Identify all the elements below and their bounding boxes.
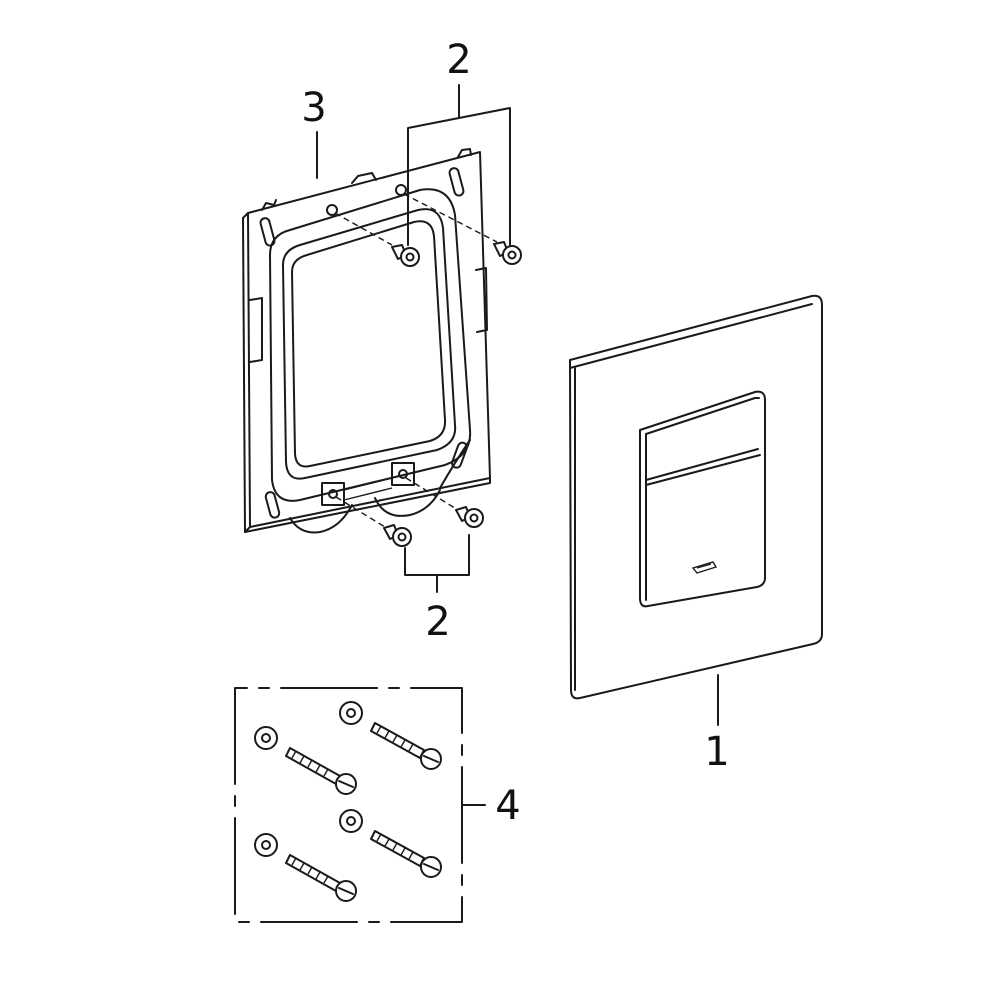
brand-logo-icon	[691, 561, 718, 574]
fixing-set-box	[234, 687, 486, 923]
screw-bottom-right	[405, 477, 484, 528]
callout-fixing-set: 4	[495, 783, 521, 829]
callout-screws-top: 2	[446, 37, 472, 83]
mounting-frame	[242, 148, 491, 534]
fixing-screw-1	[254, 726, 357, 795]
screw-top-left	[334, 212, 420, 267]
screw-bottom-left	[335, 496, 412, 547]
callout-frame: 3	[301, 85, 327, 131]
callout-screws-bottom: 2	[425, 599, 451, 645]
fixing-screw-4	[339, 809, 442, 878]
fixing-screw-2	[339, 701, 442, 770]
cover-plate	[569, 294, 823, 700]
screw-top-right	[403, 193, 522, 265]
callout-plate: 1	[704, 729, 730, 775]
fixing-screw-3	[254, 833, 357, 902]
leader-bracket-bottom	[404, 534, 470, 576]
